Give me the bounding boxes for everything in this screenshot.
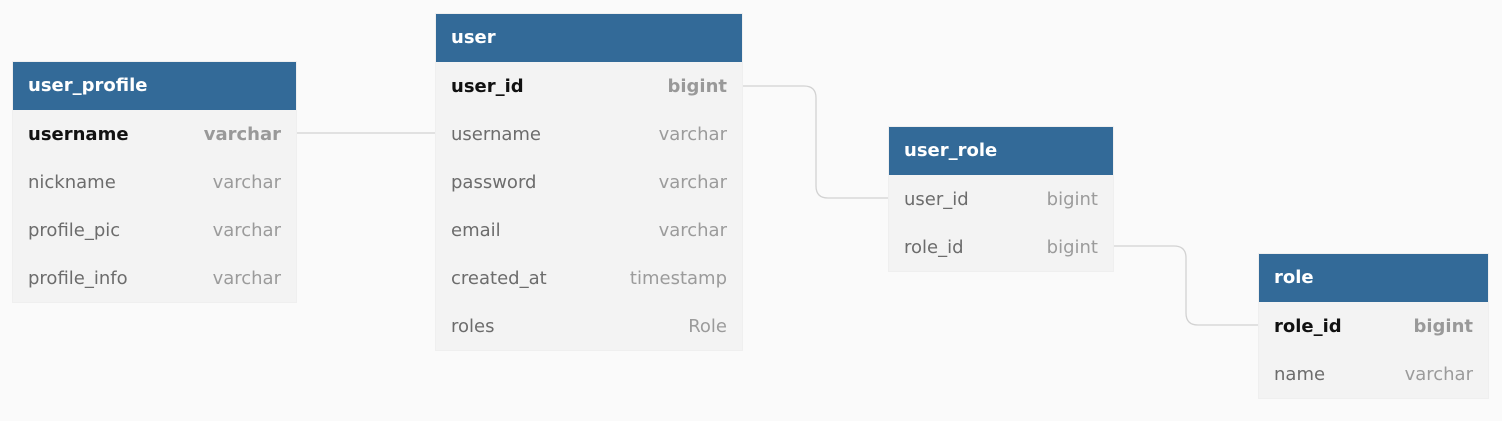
field-row-email[interactable]: email varchar xyxy=(436,206,742,254)
field-row-password[interactable]: password varchar xyxy=(436,158,742,206)
table-user[interactable]: user user_id bigint username varchar pas… xyxy=(436,14,742,350)
connector-user-role-to-role xyxy=(1113,245,1259,326)
field-name: email xyxy=(451,219,501,241)
field-name: user_id xyxy=(451,75,524,97)
table-header[interactable]: role xyxy=(1259,254,1488,302)
field-row-roles[interactable]: roles Role xyxy=(436,302,742,350)
field-name: nickname xyxy=(28,171,116,193)
field-type: bigint xyxy=(1413,315,1473,337)
field-name: role_id xyxy=(904,236,964,258)
field-name: user_id xyxy=(904,188,969,210)
field-name: role_id xyxy=(1274,315,1342,337)
field-type: varchar xyxy=(658,219,727,241)
field-name: username xyxy=(451,123,541,145)
field-type: varchar xyxy=(203,123,281,145)
field-row-user-id[interactable]: user_id bigint xyxy=(436,62,742,110)
connector-user-to-user-role xyxy=(742,85,889,199)
field-row-username[interactable]: username varchar xyxy=(436,110,742,158)
field-name: created_at xyxy=(451,267,547,289)
field-name: roles xyxy=(451,315,495,337)
field-type: bigint xyxy=(1046,236,1098,258)
field-row-name[interactable]: name varchar xyxy=(1259,350,1488,398)
field-type: timestamp xyxy=(629,267,727,289)
table-header[interactable]: user_profile xyxy=(13,62,296,110)
field-type: varchar xyxy=(1404,363,1473,385)
field-row-role-id[interactable]: role_id bigint xyxy=(1259,302,1488,350)
table-user-role[interactable]: user_role user_id bigint role_id bigint xyxy=(889,127,1113,271)
table-header[interactable]: user xyxy=(436,14,742,62)
field-name: profile_pic xyxy=(28,219,121,241)
field-type: varchar xyxy=(658,123,727,145)
field-type: bigint xyxy=(667,75,727,97)
field-row-profile-info[interactable]: profile_info varchar xyxy=(13,254,296,302)
field-name: name xyxy=(1274,363,1326,385)
field-type: Role xyxy=(688,315,727,337)
field-row-profile-pic[interactable]: profile_pic varchar xyxy=(13,206,296,254)
table-header[interactable]: user_role xyxy=(889,127,1113,175)
field-row-user-id[interactable]: user_id bigint xyxy=(889,175,1113,223)
field-name: profile_info xyxy=(28,267,128,289)
field-name: password xyxy=(451,171,537,193)
table-user-profile[interactable]: user_profile username varchar nickname v… xyxy=(13,62,296,302)
field-row-created-at[interactable]: created_at timestamp xyxy=(436,254,742,302)
field-type: varchar xyxy=(658,171,727,193)
field-type: varchar xyxy=(212,171,281,193)
field-row-username[interactable]: username varchar xyxy=(13,110,296,158)
field-type: varchar xyxy=(212,219,281,241)
field-row-role-id[interactable]: role_id bigint xyxy=(889,223,1113,271)
field-type: bigint xyxy=(1046,188,1098,210)
table-role[interactable]: role role_id bigint name varchar xyxy=(1259,254,1488,398)
field-type: varchar xyxy=(212,267,281,289)
field-row-nickname[interactable]: nickname varchar xyxy=(13,158,296,206)
field-name: username xyxy=(28,123,129,145)
